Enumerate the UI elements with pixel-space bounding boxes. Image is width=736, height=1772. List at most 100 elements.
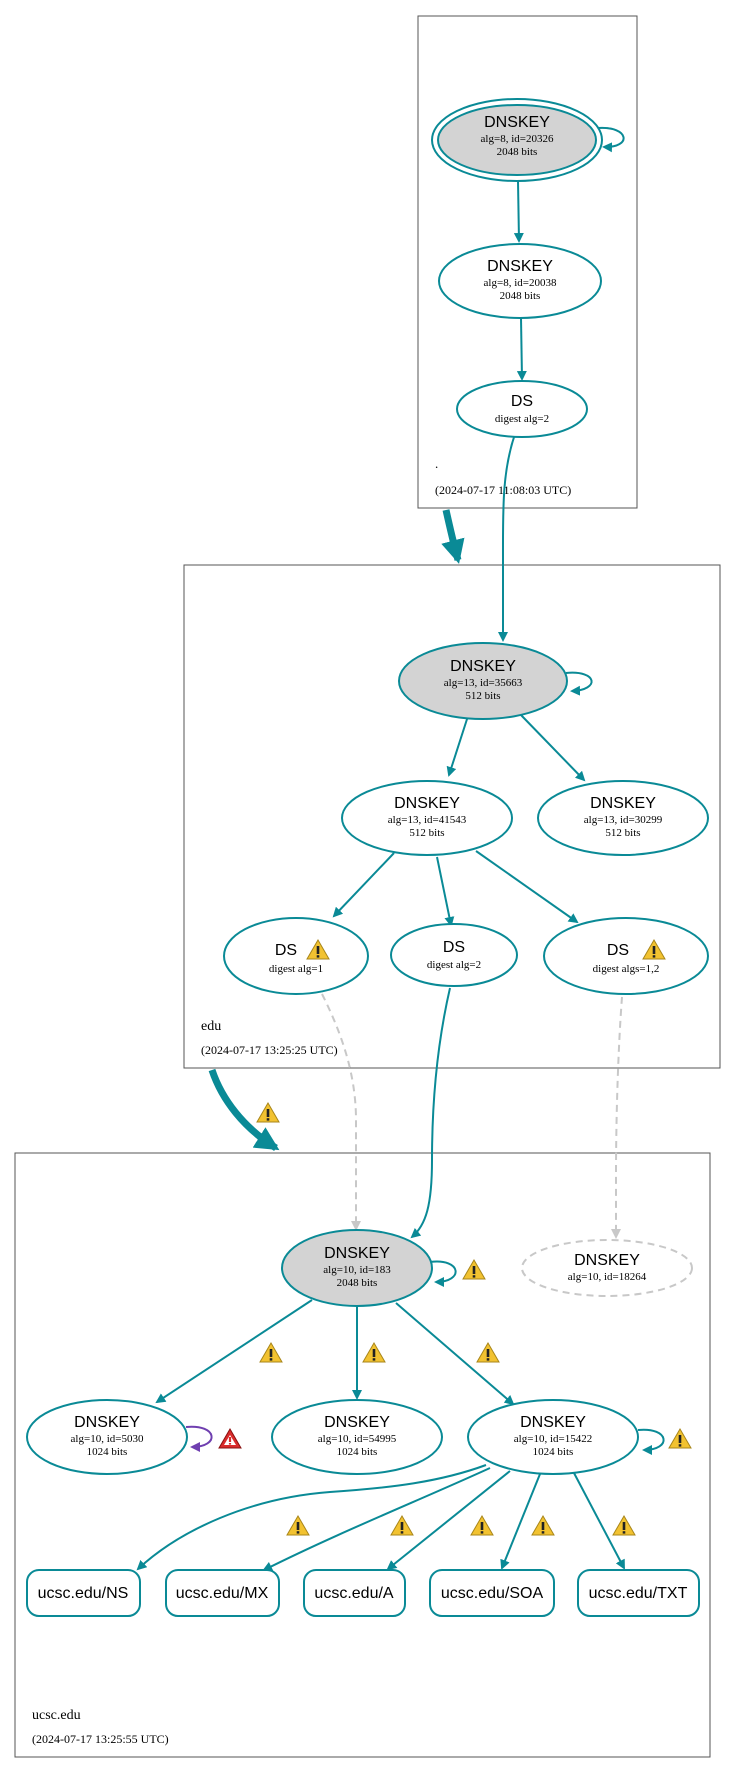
edge-edu-zsk1-to-ds3 <box>475 850 579 924</box>
rrset-label: ucsc.edu/SOA <box>441 1585 544 1602</box>
edge-k15422-to-txt <box>573 1472 625 1570</box>
node-detail: 512 bits <box>409 827 444 839</box>
node-edu-ds-alg1[interactable]: DS digest alg=1 <box>223 917 369 995</box>
node-detail: alg=10, id=183 <box>323 1264 391 1276</box>
edge-root-ds-to-edu-ksk <box>498 433 516 642</box>
selfloop-edu-ksk <box>565 671 593 696</box>
node-ucsc-dnskey-54995[interactable]: DNSKEY alg=10, id=54995 1024 bits <box>271 1399 443 1475</box>
node-detail: digest alg=1 <box>269 963 323 975</box>
node-detail: alg=8, id=20038 <box>484 277 557 289</box>
warning-icon <box>531 1515 555 1536</box>
edge-edu-ksk-to-zsk1 <box>446 715 469 777</box>
warning-icon <box>256 1102 280 1123</box>
node-detail: digest alg=2 <box>495 413 549 425</box>
edge-edu-ds2-to-ucsc-ksk <box>410 987 451 1239</box>
warning-icon <box>390 1515 414 1536</box>
edge-edu-zsk1-to-ds1 <box>332 852 395 918</box>
node-detail: alg=13, id=41543 <box>388 814 467 826</box>
rrset-label: ucsc.edu/NS <box>38 1585 129 1602</box>
node-title: DNSKEY <box>487 258 553 275</box>
edge-ucsc-ksk-to-k5030 <box>155 1299 313 1404</box>
edge-k15422-to-soa <box>500 1473 541 1570</box>
edge-ucsc-ksk-to-k15422 <box>395 1302 515 1406</box>
rrset-ucsc-ns[interactable]: ucsc.edu/NS <box>26 1569 141 1617</box>
node-edu-zsk-41543[interactable]: DNSKEY alg=13, id=41543 512 bits <box>341 780 513 856</box>
node-detail: alg=10, id=5030 <box>71 1433 144 1445</box>
node-detail: alg=10, id=18264 <box>568 1271 647 1283</box>
node-detail: 512 bits <box>605 827 640 839</box>
delegation-arrow-edu-ucsc <box>208 1068 280 1151</box>
zone-ucsc-name: ucsc.edu <box>32 1708 81 1723</box>
node-title: DNSKEY <box>394 795 460 812</box>
node-root-zsk[interactable]: DNSKEY alg=8, id=20038 2048 bits <box>438 243 602 319</box>
rrset-label: ucsc.edu/TXT <box>589 1585 688 1602</box>
node-detail: 512 bits <box>465 690 500 702</box>
zone-ucsc-timestamp: (2024-07-17 13:25:55 UTC) <box>32 1732 169 1746</box>
zone-root-timestamp: (2024-07-17 11:08:03 UTC) <box>435 483 571 497</box>
node-ucsc-ksk[interactable]: DNSKEY alg=10, id=183 2048 bits <box>281 1229 433 1307</box>
node-detail: 1024 bits <box>533 1446 574 1458</box>
warning-icon <box>476 1342 500 1363</box>
rrset-label: ucsc.edu/A <box>314 1585 393 1602</box>
zone-root-box <box>417 15 638 509</box>
edge-root-ksk-to-zsk <box>513 180 524 243</box>
node-root-ksk[interactable]: DNSKEY alg=8, id=20326 2048 bits <box>431 98 603 182</box>
node-detail: 2048 bits <box>337 1277 378 1289</box>
node-root-ds[interactable]: DS digest alg=2 <box>456 380 588 438</box>
node-title: DNSKEY <box>590 795 656 812</box>
node-detail: 2048 bits <box>497 146 538 158</box>
edge-edu-ds1-to-ucsc-ksk-ghost <box>321 993 361 1231</box>
node-detail: alg=13, id=30299 <box>584 814 663 826</box>
node-title: DNSKEY <box>324 1414 390 1431</box>
node-detail: digest algs=1,2 <box>593 963 660 975</box>
node-edu-ds-alg2[interactable]: DS digest alg=2 <box>390 923 518 987</box>
edge-edu-zsk1-to-ds2 <box>436 856 455 927</box>
warning-icon <box>462 1259 486 1280</box>
edge-edu-ds3-to-ucsc-ghost <box>611 996 623 1239</box>
zone-edu-box <box>183 564 721 1069</box>
node-title: DNSKEY <box>450 658 516 675</box>
rrset-ucsc-mx[interactable]: ucsc.edu/MX <box>165 1569 280 1617</box>
error-icon <box>218 1428 242 1449</box>
node-detail: alg=8, id=20326 <box>481 133 554 145</box>
node-ucsc-dnskey-5030[interactable]: DNSKEY alg=10, id=5030 1024 bits <box>26 1399 188 1475</box>
warning-icon <box>286 1515 310 1536</box>
warning-icon <box>362 1342 386 1363</box>
edge-edu-ksk-to-zsk2 <box>519 713 586 782</box>
node-title: DS <box>511 393 533 410</box>
rrset-ucsc-a[interactable]: ucsc.edu/A <box>303 1569 406 1617</box>
warning-icon <box>259 1342 283 1363</box>
rrset-label: ucsc.edu/MX <box>176 1585 269 1602</box>
node-detail: alg=10, id=15422 <box>514 1433 592 1445</box>
rrset-ucsc-soa[interactable]: ucsc.edu/SOA <box>429 1569 555 1617</box>
edge-k15422-to-mx <box>262 1467 491 1571</box>
node-title: DS <box>275 942 297 959</box>
node-title: DNSKEY <box>520 1414 586 1431</box>
node-edu-zsk-30299[interactable]: DNSKEY alg=13, id=30299 512 bits <box>537 780 709 856</box>
node-detail: alg=13, id=35663 <box>444 677 523 689</box>
node-edu-ds-algs12[interactable]: DS digest algs=1,2 <box>543 917 709 995</box>
zone-ucsc-box <box>14 1152 711 1758</box>
zone-edu-timestamp: (2024-07-17 13:25:25 UTC) <box>201 1043 338 1057</box>
node-ucsc-ghost-dnskey[interactable]: DNSKEY alg=10, id=18264 <box>521 1239 693 1297</box>
warning-icon <box>470 1515 494 1536</box>
node-detail: alg=10, id=54995 <box>318 1433 397 1445</box>
edge-k15422-to-ns <box>136 1464 487 1571</box>
zone-edu-name: edu <box>201 1019 221 1034</box>
selfloop-root-ksk <box>597 126 625 153</box>
edge-k15422-to-a <box>386 1470 511 1571</box>
node-ucsc-dnskey-15422[interactable]: DNSKEY alg=10, id=15422 1024 bits <box>467 1399 639 1475</box>
selfloop-ucsc-ksk <box>429 1260 457 1287</box>
edge-root-zsk-to-ds <box>516 317 527 381</box>
node-edu-ksk[interactable]: DNSKEY alg=13, id=35663 512 bits <box>398 642 568 720</box>
selfloop-ucsc-k5030-purple <box>185 1425 213 1452</box>
node-title: DNSKEY <box>484 114 550 131</box>
rrset-ucsc-txt[interactable]: ucsc.edu/TXT <box>577 1569 700 1617</box>
node-title: DS <box>607 942 629 959</box>
node-title: DNSKEY <box>324 1245 390 1262</box>
warning-icon <box>612 1515 636 1536</box>
zone-root-name: . <box>435 456 438 471</box>
node-title: DS <box>443 939 465 956</box>
selfloop-ucsc-k15422 <box>637 1428 665 1455</box>
